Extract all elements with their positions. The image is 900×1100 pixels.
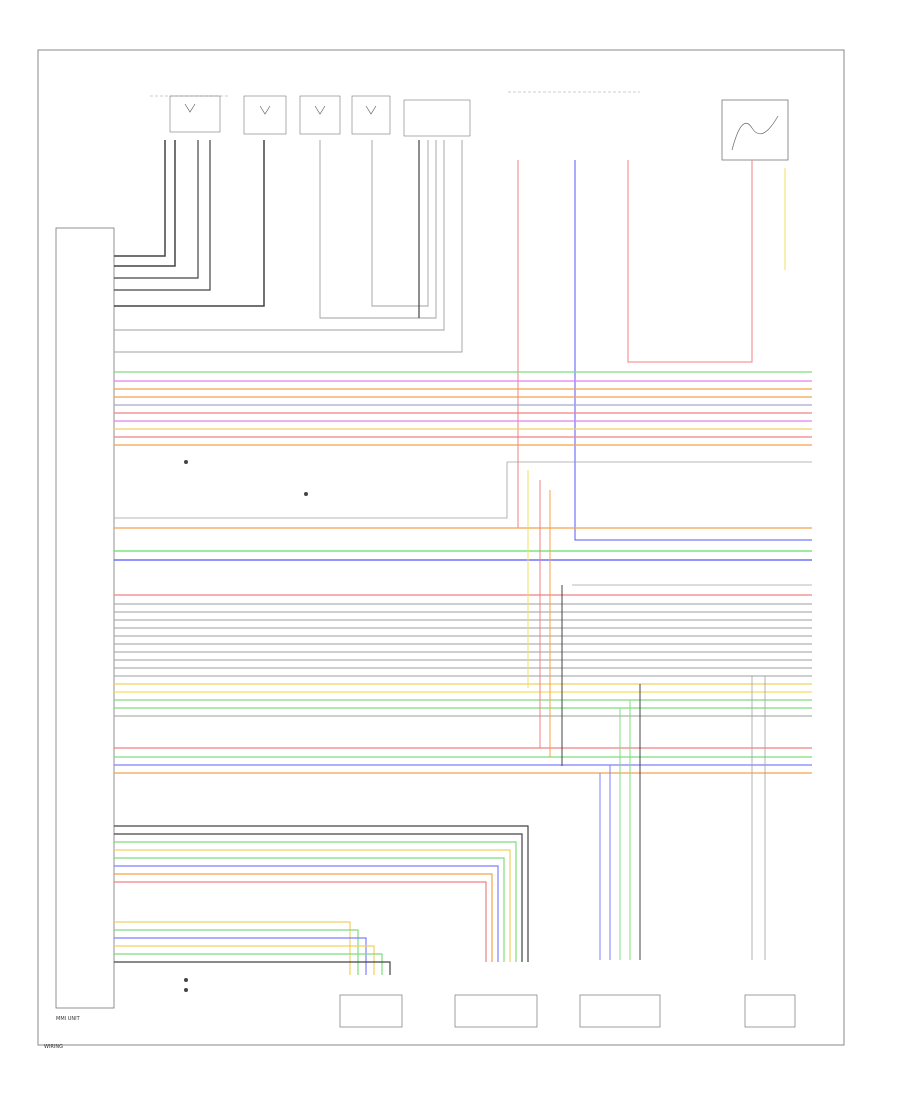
bottom-wire2-0 (114, 921, 351, 975)
diagram-frame (37, 49, 845, 1046)
top-components (150, 91, 789, 161)
bottom-component-1 (454, 994, 538, 1028)
bottom-wire-4 (114, 857, 505, 962)
bottom-wire2-1 (114, 929, 359, 975)
vertical-drops (527, 470, 812, 960)
top-right-runs (114, 160, 812, 541)
bottom-component-3 (744, 994, 796, 1028)
bottom-wire-3 (114, 849, 511, 962)
module-caption: MMI UNIT (56, 1016, 81, 1022)
bottom-component-0 (339, 994, 403, 1028)
bottom-component-2 (579, 994, 661, 1028)
bottom-wire-0 (114, 825, 529, 962)
top-leads (114, 140, 463, 353)
bottom-components (339, 994, 796, 1028)
mmi-unit-box (55, 227, 115, 1009)
bottom-wire2-3 (114, 945, 375, 975)
horizontal-wire-bundle (114, 371, 812, 774)
bottom-wire2-2 (114, 937, 367, 975)
bottom-wire2-4 (114, 953, 383, 975)
bottom-wire-6 (114, 873, 493, 962)
splice-markers (184, 460, 308, 992)
bottom-wire-2 (114, 841, 517, 962)
bottom-wire-1 (114, 833, 523, 962)
footer-label: WIRING (44, 1044, 63, 1050)
bottom-wire-7 (114, 881, 487, 962)
bottom-wire2-5 (114, 961, 391, 975)
bottom-wire-5 (114, 865, 499, 962)
bottom-wire-bundle (114, 825, 529, 975)
